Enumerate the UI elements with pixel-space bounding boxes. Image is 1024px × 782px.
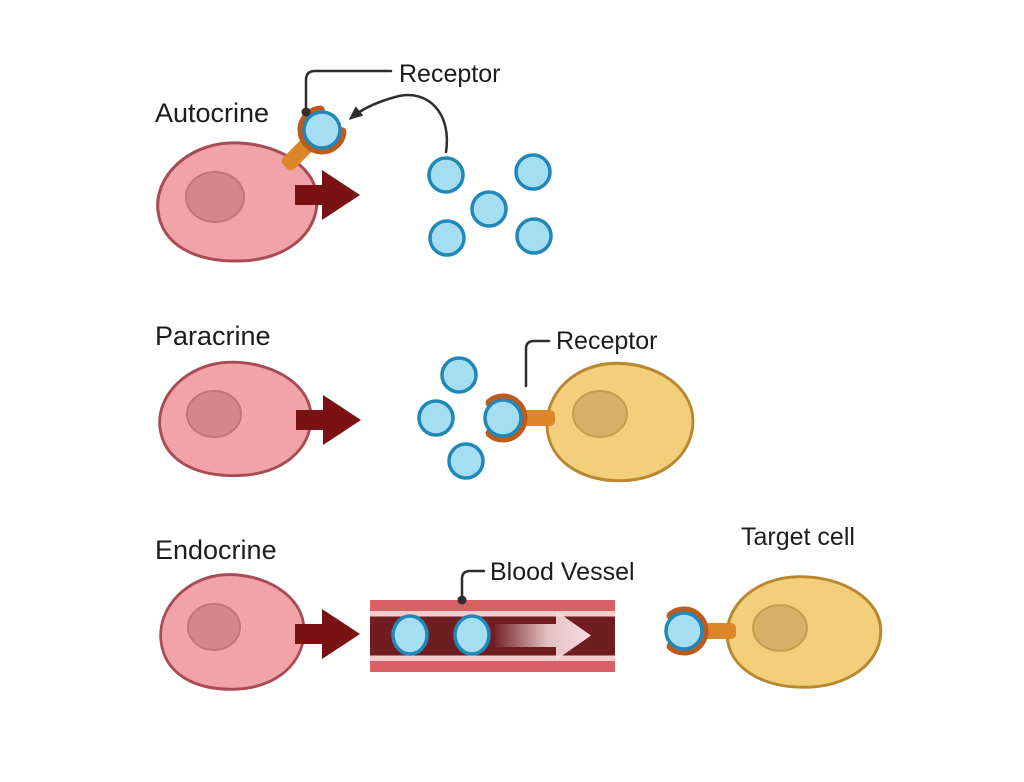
ligand-molecule (427, 156, 465, 194)
pointer-dot (301, 107, 311, 117)
target-cell-label: Target cell (741, 523, 855, 551)
autocrine-bound-ligand (302, 110, 342, 150)
endocrine-label: Endocrine (155, 535, 277, 565)
ligand-molecule (514, 153, 552, 191)
endocrine-section: Endocrine Blood Vessel Target cell (155, 523, 883, 691)
ligand-molecule (470, 190, 508, 228)
ligand-molecule (428, 219, 466, 257)
vessel-pointer-line (460, 569, 486, 597)
pointer-dot (457, 595, 467, 605)
ligand-molecule (515, 217, 553, 255)
receptor-cup (485, 393, 528, 443)
ligand-molecule (447, 442, 485, 480)
ligand-molecule (417, 399, 455, 437)
paracrine-receptor (483, 393, 555, 443)
paracrine-label: Paracrine (155, 321, 271, 351)
autocrine-label: Autocrine (155, 98, 269, 128)
feedback-arrow-icon (348, 93, 449, 154)
paracrine-section: Paracrine Receptor (155, 321, 695, 483)
autocrine-cell-nucleus (185, 171, 245, 223)
hormone-in-vessel (453, 614, 491, 656)
vessel-wall-stripe (370, 655, 615, 661)
paracrine-target-nucleus (572, 390, 628, 438)
receptor-pointer-line (304, 69, 393, 109)
receptor-pointer-line (524, 339, 551, 388)
hormone-in-vessel (391, 614, 429, 656)
paracrine-receptor-label: Receptor (556, 327, 657, 355)
blood-vessel (370, 600, 615, 672)
blood-flow-arrow-icon (495, 611, 591, 660)
vessel-wall-stripe (370, 611, 615, 617)
paracrine-bound-ligand (483, 398, 523, 438)
endocrine-target-nucleus (752, 604, 808, 652)
endocrine-cell-nucleus (187, 603, 241, 651)
endocrine-receptor (664, 606, 736, 656)
ligand-molecule (440, 356, 478, 394)
endocrine-secretion-arrow-icon (295, 609, 360, 659)
receptor-cup (666, 606, 709, 656)
blood-vessel-label: Blood Vessel (490, 558, 635, 586)
autocrine-section: Autocrine Receptor (155, 60, 553, 263)
paracrine-cell-nucleus (186, 390, 242, 438)
endocrine-bound-ligand (664, 611, 704, 651)
autocrine-receptor-label: Receptor (399, 60, 500, 88)
